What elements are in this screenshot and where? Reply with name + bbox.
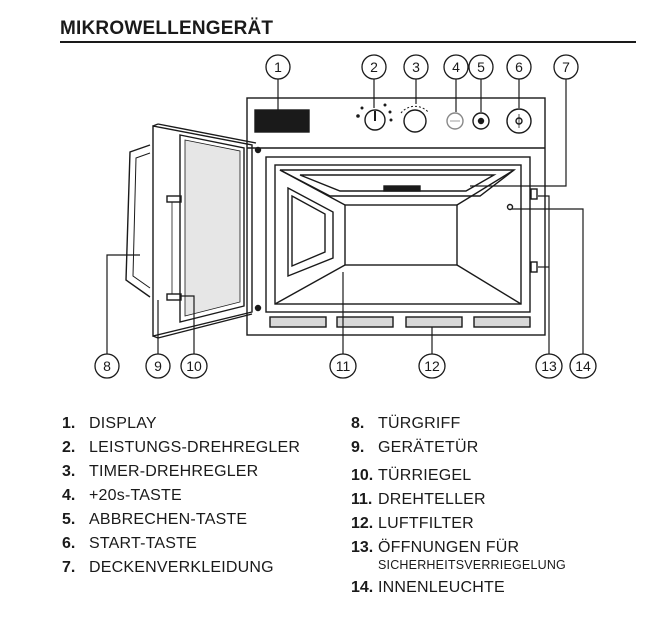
timer-knob — [403, 109, 427, 133]
legend-item: 5. ABBRECHEN-TASTE — [62, 511, 247, 529]
legend-item: 1. DISPLAY — [62, 415, 157, 433]
legend-label: DREHTELLER — [378, 491, 486, 508]
legend-item: 12.LUFTFILTER — [351, 515, 474, 533]
legend-label: TÜRGRIFF — [378, 415, 461, 432]
callout-4-label: 4 — [452, 59, 460, 75]
callout-5: 5 — [468, 54, 494, 80]
legend-item: 8. TÜRGRIFF — [351, 415, 460, 433]
legend-label: DISPLAY — [89, 415, 157, 432]
callout-9-label: 9 — [154, 358, 162, 374]
legend-number: 9. — [351, 439, 365, 456]
microwave-body — [246, 97, 546, 336]
legend-item: 13.ÖFFNUNGEN FÜR — [351, 539, 519, 557]
callout-6-label: 6 — [515, 59, 523, 75]
callout-8: 8 — [94, 353, 120, 379]
callout-1: 1 — [265, 54, 291, 80]
callout-11-label: 11 — [336, 358, 351, 374]
legend-number: 11. — [351, 491, 373, 508]
legend-number: 1. — [62, 415, 76, 432]
legend-item: 2. LEISTUNGS-DREHREGLER — [62, 439, 300, 457]
safety-slot-bottom — [530, 261, 538, 273]
legend-number: 5. — [62, 511, 76, 528]
callout-13: 13 — [535, 353, 563, 379]
legend-item: 4. +20s-TASTE — [62, 487, 182, 505]
microwave-diagram: 1 2 3 4 5 6 7 8 9 10 11 12 13 14 — [94, 54, 597, 379]
legend-item: 11. DREHTELLER — [351, 491, 486, 509]
safety-slot-top — [530, 188, 538, 200]
legend-label: START-TASTE — [89, 535, 197, 552]
legend-number: 3. — [62, 463, 76, 480]
legend-number: 13. — [351, 539, 374, 556]
legend-label: LEISTUNGS-DREHREGLER — [89, 439, 301, 456]
legend-label: TÜRRIEGEL — [378, 467, 472, 484]
page-title: MIKROWELLENGERÄT — [60, 18, 274, 39]
legend-number: 12. — [351, 515, 374, 532]
callout-3-label: 3 — [412, 59, 420, 75]
legend-label: ÖFFNUNGEN FÜR — [378, 539, 520, 556]
callout-12-label: 12 — [424, 358, 440, 374]
legend-item-continuation: SICHERHEITSVERRIEGELUNG — [378, 556, 566, 574]
callout-2: 2 — [361, 54, 387, 80]
door-latch-top — [166, 195, 182, 203]
stop-button — [472, 112, 490, 130]
start-button — [506, 108, 532, 134]
legend-label: INNENLEUCHTE — [378, 579, 505, 596]
callout-6: 6 — [506, 54, 532, 80]
oven-cavity — [265, 156, 531, 313]
legend-label: +20s-TASTE — [89, 487, 182, 504]
callout-8-label: 8 — [103, 358, 111, 374]
legend-number: 7. — [62, 559, 76, 576]
callout-14: 14 — [569, 353, 597, 379]
legend-item: 10.TÜRRIEGEL — [351, 467, 471, 485]
door-handle — [125, 144, 151, 298]
appliance-door — [152, 125, 253, 337]
legend-number: 8. — [351, 415, 365, 432]
callout-10: 10 — [180, 353, 208, 379]
callout-7-label: 7 — [562, 59, 570, 75]
legend-number: 10. — [351, 467, 374, 484]
legend-label: SICHERHEITSVERRIEGELUNG — [378, 558, 566, 572]
legend-label: ABBRECHEN-TASTE — [89, 511, 248, 528]
power-knob — [364, 109, 386, 131]
legend-number: 14. — [351, 579, 374, 596]
legend-item: 3. TIMER-DREHREGLER — [62, 463, 258, 481]
callout-11: 11 — [329, 353, 357, 379]
legend-item: 9. GERÄTETÜR — [351, 439, 478, 457]
legend-item: 14.INNENLEUCHTE — [351, 579, 505, 597]
legend-number: 4. — [62, 487, 76, 504]
display-panel — [254, 109, 310, 133]
plus20-button — [446, 112, 464, 130]
legend-label: TIMER-DREHREGLER — [89, 463, 259, 480]
callout-2-label: 2 — [370, 59, 378, 75]
callout-14-label: 14 — [575, 358, 591, 374]
legend-label: LUFTFILTER — [378, 515, 474, 532]
legend-item: 6. START-TASTE — [62, 535, 197, 553]
callout-4: 4 — [443, 54, 469, 80]
legend-item: 7. DECKENVERKLEIDUNG — [62, 559, 274, 577]
callout-12: 12 — [418, 353, 446, 379]
air-filters — [269, 316, 531, 328]
callout-7: 7 — [553, 54, 579, 80]
legend-label: GERÄTETÜR — [378, 439, 479, 456]
callout-1-label: 1 — [274, 59, 282, 75]
callout-10-label: 10 — [186, 358, 202, 374]
legend-label: DECKENVERKLEIDUNG — [89, 559, 274, 576]
callout-5-label: 5 — [477, 59, 485, 75]
door-latch-bottom — [166, 293, 182, 301]
legend-number: 2. — [62, 439, 76, 456]
callout-3: 3 — [403, 54, 429, 80]
title-underline — [60, 41, 636, 43]
callout-13-label: 13 — [541, 358, 557, 374]
callout-9: 9 — [145, 353, 171, 379]
legend-number: 6. — [62, 535, 76, 552]
interior-light — [506, 203, 514, 211]
